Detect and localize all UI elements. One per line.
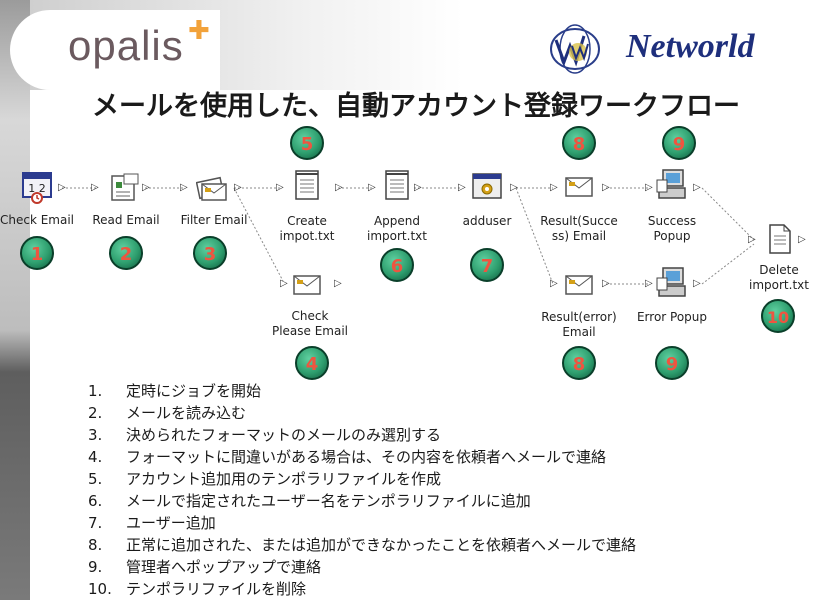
list-item: 5.アカウント追加用のテンポラリファイルを作成 bbox=[88, 470, 442, 488]
step-badge: 3 bbox=[193, 236, 227, 270]
node-error-popup-label: Error Popup bbox=[636, 310, 708, 324]
svg-text:1 2: 1 2 bbox=[28, 182, 46, 195]
node-append-import-label: Append import.txt bbox=[367, 214, 427, 243]
output-arrow-icon: ▷ bbox=[335, 182, 343, 193]
output-arrow-icon: ▷ bbox=[693, 278, 701, 289]
node-delete-import-label: Delete import.txt bbox=[749, 263, 809, 292]
filter-mail-icon bbox=[196, 176, 227, 201]
step-badge: 9 bbox=[655, 346, 689, 380]
computer-popup-icon bbox=[656, 169, 686, 199]
run-program-icon bbox=[472, 173, 502, 199]
node-check-email-label: Check Email bbox=[0, 213, 75, 227]
list-item: 3.決められたフォーマットのメールのみ選別する bbox=[88, 426, 442, 444]
list-item: 6.メールで指定されたユーザー名をテンポラリファイルに追加 bbox=[88, 492, 531, 510]
list-item: 8.正常に追加された、または追加ができなかったことを依頼者へメールで連絡 bbox=[88, 536, 637, 554]
output-arrow-icon: ▷ bbox=[693, 182, 701, 193]
text-file-icon bbox=[385, 170, 409, 200]
input-arrow-icon: ▷ bbox=[550, 182, 558, 193]
input-arrow-icon: ▷ bbox=[276, 182, 284, 193]
node-read-email-label: Read Email bbox=[92, 213, 160, 227]
input-arrow-icon: ▷ bbox=[748, 234, 756, 245]
left-gradient-bar bbox=[0, 0, 30, 600]
input-arrow-icon: ▷ bbox=[91, 182, 99, 193]
node-success-popup-label: Success Popup bbox=[647, 214, 697, 243]
list-item: 9.管理者へポップアップで連絡 bbox=[88, 558, 322, 576]
connector-errpopup-delete bbox=[701, 243, 755, 285]
input-arrow-icon: ▷ bbox=[550, 278, 558, 289]
output-arrow-icon: ▷ bbox=[510, 182, 518, 193]
input-arrow-icon: ▷ bbox=[280, 278, 288, 289]
node-result-success-email-label: Result(Succe ss) Email bbox=[540, 214, 618, 243]
list-item: 2.メールを読み込む bbox=[88, 404, 247, 422]
output-arrow-icon: ▷ bbox=[234, 182, 242, 193]
input-arrow-icon: ▷ bbox=[458, 182, 466, 193]
workflow-connectors bbox=[62, 187, 755, 285]
node-create-impot-label: Create impot.txt bbox=[279, 214, 335, 243]
step-list: 1.定時にジョブを開始 2.メールを読み込む 3.決められたフォーマットのメール… bbox=[88, 380, 636, 600]
delete-file-icon bbox=[769, 224, 791, 254]
connector-adduser-error bbox=[515, 187, 554, 285]
step-badge: 10 bbox=[761, 299, 795, 333]
input-arrow-icon: ▷ bbox=[180, 182, 188, 193]
networld-emblem-icon bbox=[550, 24, 600, 74]
input-arrow-icon: ▷ bbox=[368, 182, 376, 193]
connector-filter-checkplease bbox=[233, 187, 284, 282]
step-badge: 8 bbox=[562, 126, 596, 160]
output-arrow-icon: ▷ bbox=[334, 278, 342, 289]
send-mail-icon bbox=[565, 177, 593, 197]
send-mail-icon bbox=[565, 275, 593, 295]
step-badge: 5 bbox=[290, 126, 324, 160]
computer-popup-icon bbox=[656, 267, 686, 297]
output-arrow-icon: ▷ bbox=[142, 182, 150, 193]
step-badge: 8 bbox=[562, 346, 596, 380]
read-mail-icon bbox=[111, 173, 139, 201]
node-filter-email-label: Filter Email bbox=[180, 213, 248, 227]
calendar-clock-icon: 1 2 bbox=[22, 172, 52, 204]
node-check-please-email-label: Check Please Email bbox=[271, 309, 349, 338]
step-badge: 9 bbox=[662, 126, 696, 160]
step-badge: 4 bbox=[295, 346, 329, 380]
connector-popup-delete bbox=[701, 187, 755, 241]
opalis-logo: opalis bbox=[68, 22, 184, 69]
step-badge: 7 bbox=[470, 248, 504, 282]
output-arrow-icon: ▷ bbox=[414, 182, 422, 193]
input-arrow-icon: ▷ bbox=[645, 278, 653, 289]
text-file-icon bbox=[295, 170, 319, 200]
list-item: 10.テンポラリファイルを削除 bbox=[88, 580, 307, 598]
output-arrow-icon: ▷ bbox=[602, 182, 610, 193]
output-arrow-icon: ▷ bbox=[602, 278, 610, 289]
step-badge: 1 bbox=[20, 236, 54, 270]
list-item: 7.ユーザー追加 bbox=[88, 514, 216, 532]
output-arrow-icon: ▷ bbox=[58, 182, 66, 193]
opalis-star-icon: ✚ bbox=[188, 16, 210, 46]
input-arrow-icon: ▷ bbox=[645, 182, 653, 193]
output-arrow-icon: ▷ bbox=[798, 234, 806, 245]
step-badge: 6 bbox=[380, 248, 414, 282]
networld-logo: Networld bbox=[626, 28, 755, 65]
send-mail-icon bbox=[293, 275, 321, 295]
page-title: メールを使用した、自動アカウント登録ワークフロー bbox=[92, 91, 740, 122]
node-result-error-email-label: Result(error) Email bbox=[541, 310, 617, 339]
node-adduser-label: adduser bbox=[462, 214, 512, 228]
list-item: 1.定時にジョブを開始 bbox=[88, 382, 262, 400]
list-item: 4.フォーマットに間違いがある場合は、その内容を依頼者へメールで連絡 bbox=[88, 448, 607, 466]
header-curve bbox=[10, 10, 220, 90]
step-badge: 2 bbox=[109, 236, 143, 270]
